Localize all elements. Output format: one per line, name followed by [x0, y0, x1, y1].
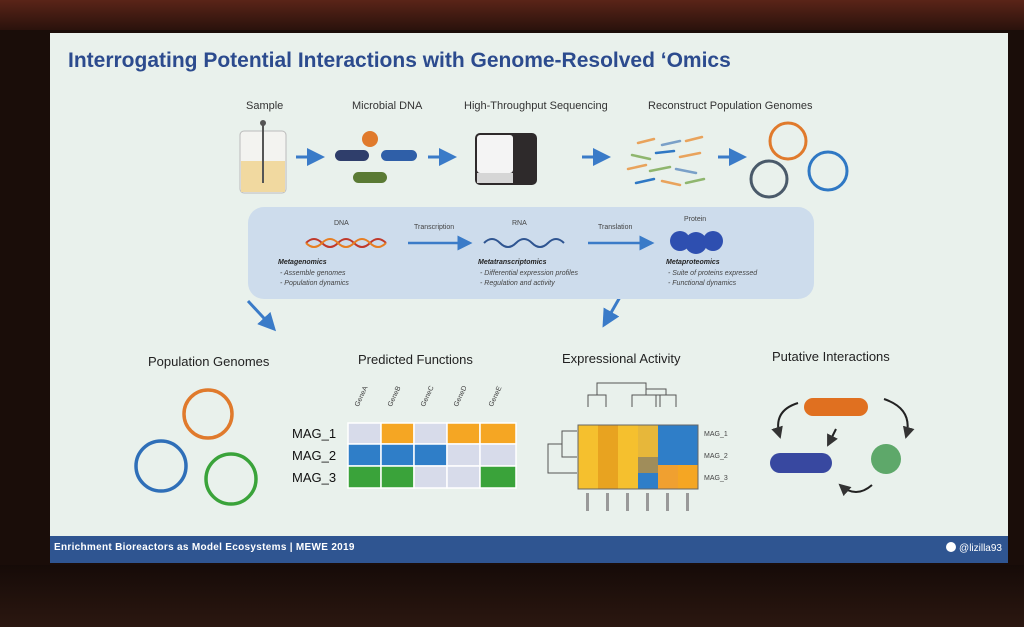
interaction-diagram [770, 398, 915, 497]
panel-label-translation: Translation [598, 224, 633, 231]
slide-title: Interrogating Potential Interactions wit… [68, 49, 731, 72]
arrow-panel-expression [602, 296, 622, 328]
presentation-slide: Interrogating Potential Interactions wit… [50, 33, 1008, 563]
heatmap-row-label: MAG_2 [704, 453, 728, 460]
section-predicted-functions: Predicted Functions [358, 352, 473, 367]
metagenomics-item-2: - Population dynamics [280, 280, 349, 287]
mag-label: MAG_3 [292, 470, 337, 485]
microbe-cells-icon [335, 131, 417, 183]
omics-panel-graphics [305, 231, 723, 254]
mag-label: MAG_1 [292, 426, 337, 441]
twitter-handle: @lizilla93 [946, 542, 1002, 554]
heatmap-row-label: MAG_3 [704, 475, 728, 482]
sequencer-icon [475, 133, 537, 185]
metagenomics-item-1: - Assemble genomes [280, 270, 346, 277]
twitter-icon [946, 542, 957, 552]
metaproteomics-item-2: - Functional dynamics [668, 280, 737, 287]
footer-text: Enrichment Bioreactors as Model Ecosyste… [54, 542, 355, 553]
heatmap-row-label: MAG_1 [704, 431, 728, 438]
beaker-icon [239, 120, 287, 194]
section-putative-interactions: Putative Interactions [772, 349, 890, 364]
sequence-reads-icon [626, 135, 706, 187]
genome-circles-icon [749, 121, 849, 199]
functions-grid [347, 422, 517, 489]
metagenomics-title: Metagenomics [278, 259, 327, 266]
metaproteomics-title: Metaproteomics [666, 259, 720, 266]
room-floor [0, 565, 1024, 627]
section-expressional-activity: Expressional Activity [562, 351, 681, 366]
panel-label-rna: RNA [512, 220, 527, 227]
workflow-label-reconstruct: Reconstruct Population Genomes [648, 100, 813, 112]
handle-text: @lizilla93 [959, 543, 1002, 554]
workflow-label-sample: Sample [246, 100, 284, 112]
panel-label-dna: DNA [334, 220, 349, 227]
metatranscriptomics-title: Metatranscriptomics [478, 259, 547, 266]
slide-footer: Enrichment Bioreactors as Model Ecosyste… [50, 536, 1008, 563]
expression-heatmap [547, 382, 699, 511]
workflow-label-sequencing: High-Throughput Sequencing [464, 100, 608, 112]
panel-label-transcription: Transcription [414, 224, 455, 231]
arrow-panel-genomes [246, 299, 277, 332]
panel-label-protein: Protein [684, 216, 707, 223]
slide-graphics [134, 120, 915, 511]
mag-label: MAG_2 [292, 448, 337, 463]
section-population-genomes: Population Genomes [148, 354, 270, 369]
metatranscriptomics-item-1: - Differential expression profiles [480, 270, 579, 277]
population-genomes-circles [134, 388, 258, 506]
workflow-label-dna: Microbial DNA [352, 100, 423, 112]
metaproteomics-item-1: - Suite of proteins expressed [668, 270, 758, 277]
room-wall-top [0, 0, 1024, 30]
omics-panel: DNA Transcription RNA Translation Protei… [248, 207, 814, 299]
metatranscriptomics-item-2: - Regulation and activity [480, 280, 555, 287]
